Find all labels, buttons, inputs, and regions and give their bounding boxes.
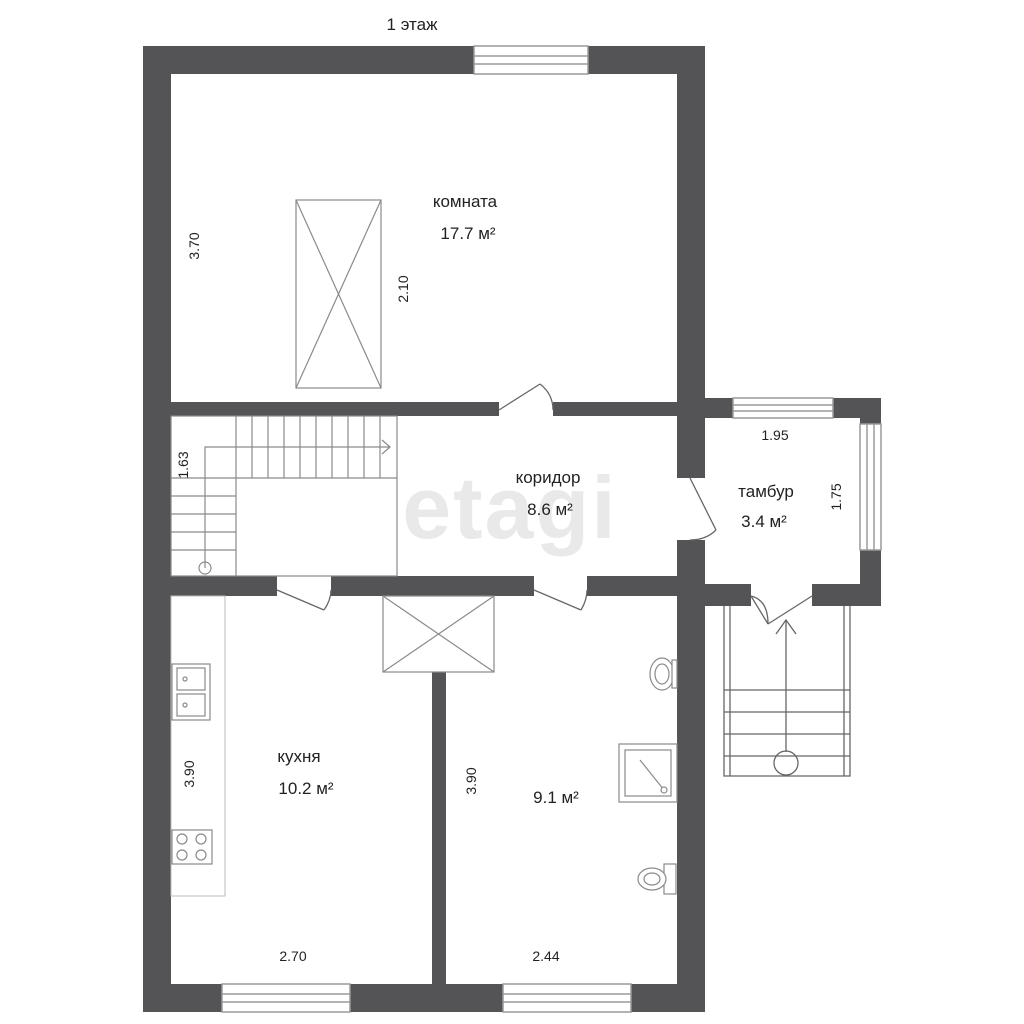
doors — [276, 383, 813, 625]
sink-icon — [171, 663, 211, 721]
floor-title: 1 этаж — [387, 15, 439, 34]
dim-kitchen-height: 3.90 — [181, 760, 197, 787]
wall-corridor-kitchen-left — [143, 576, 277, 596]
window-icon — [732, 397, 834, 419]
wall-room-corridor-left — [143, 402, 499, 416]
wall-corridor-kitchen-mid — [331, 576, 534, 596]
staircase-icon — [170, 415, 398, 577]
door-icon — [498, 383, 554, 411]
toilet-icon — [637, 863, 677, 895]
watermark: etagi — [402, 458, 617, 557]
dim-vestibule-width: 1.95 — [761, 427, 788, 443]
wall-right-lower — [677, 540, 705, 1012]
room-name-corridor: коридор — [516, 468, 581, 487]
shower-icon — [618, 743, 678, 803]
door-icon — [750, 595, 813, 625]
kitchen-counter — [170, 595, 226, 897]
dim-bath-width: 2.44 — [532, 948, 559, 964]
door-icon — [533, 589, 588, 611]
wall-room-corridor-right — [553, 402, 705, 416]
door-icon — [689, 477, 717, 541]
room-area-bathroom: 9.1 м² — [533, 788, 579, 807]
stove-icon — [171, 829, 213, 865]
dim-room-height: 3.70 — [186, 232, 202, 259]
ventilation-shaft-icon — [382, 595, 495, 673]
window-icon — [473, 45, 589, 75]
window-icon — [502, 983, 632, 1013]
wall-vestibule-bottom-right — [812, 584, 881, 606]
room-name-kitchen: кухня — [277, 747, 320, 766]
ventilation-shaft-icon — [295, 199, 382, 389]
dim-bath-height: 3.90 — [463, 767, 479, 794]
entrance-arrow-icon — [773, 618, 799, 776]
window-icon — [221, 983, 351, 1013]
dim-room-inner: 2.10 — [395, 275, 411, 302]
entrance-stairs — [723, 606, 851, 777]
windows — [221, 45, 882, 1013]
wall-kitchen-bath — [432, 672, 446, 984]
dim-vestibule-height: 1.75 — [828, 483, 844, 510]
wall-corridor-bath-right — [587, 576, 705, 596]
room-area-kitchen: 10.2 м² — [278, 779, 333, 798]
window-icon — [859, 423, 882, 551]
dim-kitchen-width: 2.70 — [279, 948, 306, 964]
door-icon — [276, 589, 332, 611]
dim-corridor-height: 1.63 — [175, 451, 191, 478]
room-name-vestibule: тамбур — [738, 482, 794, 501]
wall-left — [143, 46, 171, 1012]
room-area-room: 17.7 м² — [440, 224, 495, 243]
room-area-corridor: 8.6 м² — [527, 500, 573, 519]
washbasin-icon — [649, 657, 678, 691]
room-name-room: комната — [433, 192, 498, 211]
room-area-vestibule: 3.4 м² — [741, 512, 787, 531]
wall-top — [143, 46, 705, 74]
wall-vestibule-bottom-left — [705, 584, 751, 606]
